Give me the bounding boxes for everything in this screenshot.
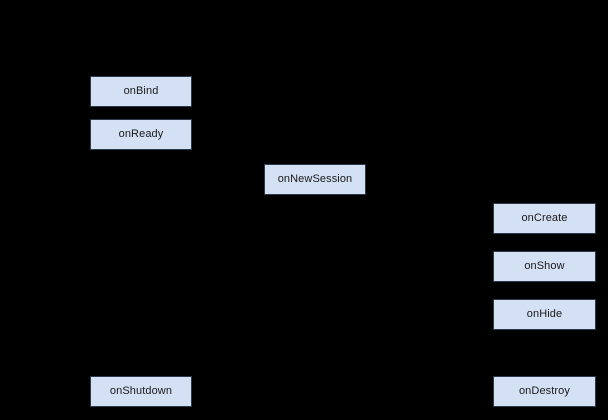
node-onhide[interactable]: onHide — [493, 299, 596, 330]
node-label: onReady — [118, 128, 164, 140]
node-label: onBind — [123, 85, 159, 97]
node-label: onNewSession — [277, 173, 353, 185]
node-onbind[interactable]: onBind — [90, 76, 192, 107]
node-onshutdown[interactable]: onShutdown — [90, 376, 192, 407]
node-oncreate[interactable]: onCreate — [493, 203, 596, 234]
node-label: onShow — [524, 260, 565, 272]
node-label: onHide — [526, 308, 563, 320]
node-label: onShutdown — [109, 385, 173, 397]
node-label: onDestroy — [518, 385, 571, 397]
node-onready[interactable]: onReady — [90, 119, 192, 150]
node-onshow[interactable]: onShow — [493, 251, 596, 282]
node-onnewsession[interactable]: onNewSession — [264, 164, 366, 195]
node-label: onCreate — [521, 212, 568, 224]
node-ondestroy[interactable]: onDestroy — [493, 376, 596, 407]
